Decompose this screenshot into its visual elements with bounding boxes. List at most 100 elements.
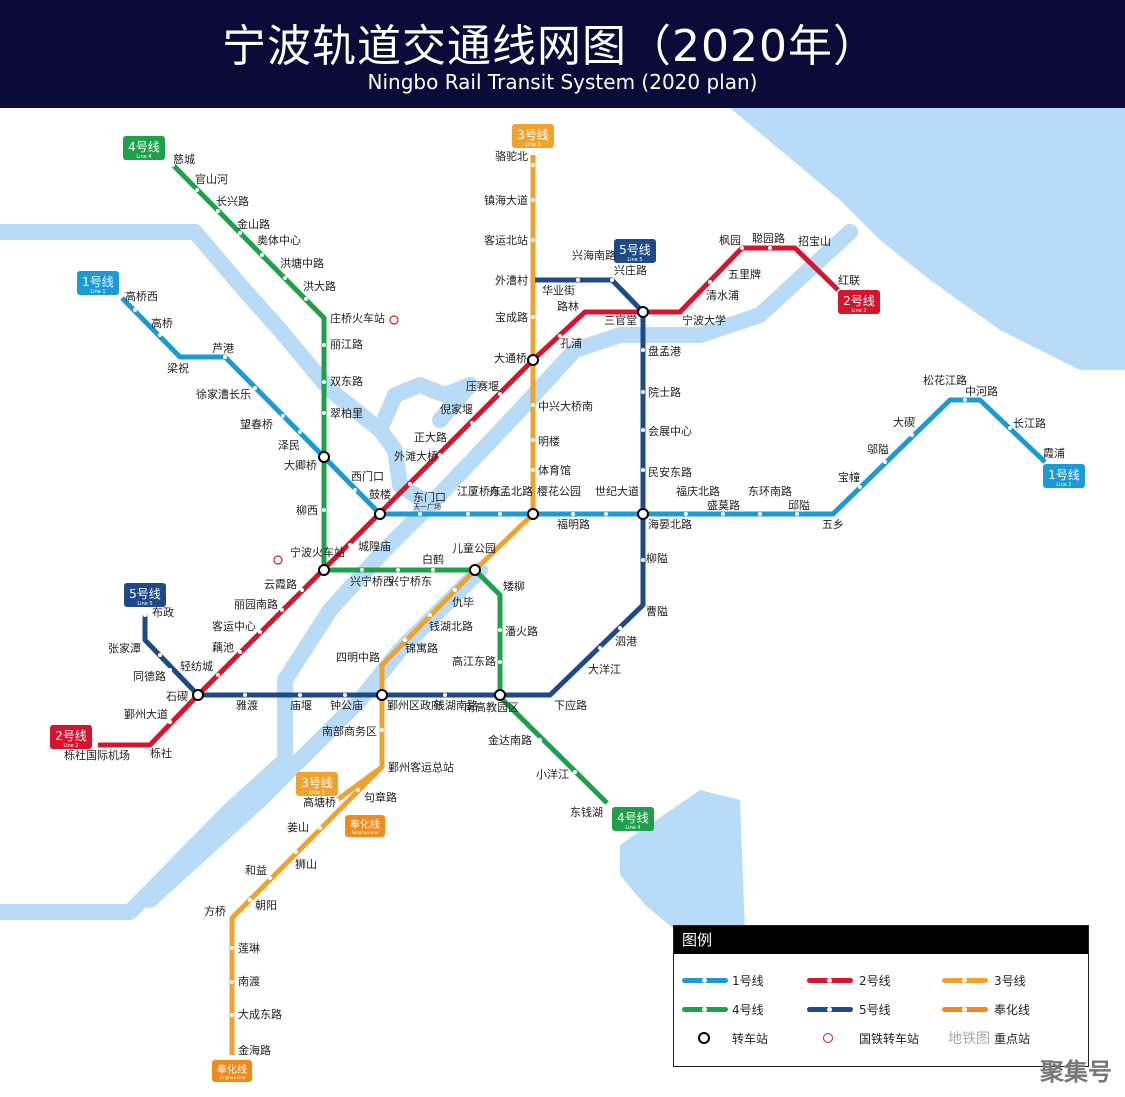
transfer-yinzhou-gov — [376, 689, 388, 701]
badge-line3-south: 3号线 Line 3 — [296, 772, 338, 796]
badge-line2-west: 2号线 Line 2 — [50, 725, 92, 749]
svg-text:大碶: 大碶 — [893, 415, 915, 429]
transfer-yinghua — [527, 508, 539, 520]
svg-text:世纪大道: 世纪大道 — [595, 484, 639, 498]
legend-label-transfer: 转车站 — [732, 1032, 769, 1046]
svg-text:1号线: 1号线 — [1048, 468, 1080, 482]
rail-map: 4号线 Line 4 1号线 Line 1 3号线 Line 3 5号线 Lin… — [0, 108, 1125, 1082]
svg-text:句章路: 句章路 — [364, 790, 397, 804]
transfer-ningbo-station — [318, 564, 330, 576]
svg-text:4号线: 4号线 — [128, 140, 160, 154]
svg-text:洪大路: 洪大路 — [303, 279, 336, 293]
legend-label-key: 重点站 — [994, 1032, 1031, 1046]
svg-text:江厦桥东: 江厦桥东 — [457, 485, 501, 498]
transfer-datong — [527, 354, 539, 366]
svg-text:3号线: 3号线 — [301, 776, 333, 790]
svg-text:小洋江: 小洋江 — [536, 767, 569, 781]
svg-text:盛莫路: 盛莫路 — [707, 498, 740, 512]
svg-text:锦寓路: 锦寓路 — [405, 641, 438, 655]
svg-text:狮山: 狮山 — [295, 858, 317, 871]
svg-text:儿童公园: 儿童公园 — [452, 541, 496, 555]
badge-fenghua-south: 奉化线 Fenghua Line — [212, 1060, 252, 1082]
svg-text:望春桥: 望春桥 — [240, 418, 273, 431]
legend-label-line5: 5号线 — [859, 1003, 891, 1017]
svg-text:城隍庙: 城隍庙 — [358, 539, 391, 553]
svg-text:5号线: 5号线 — [129, 587, 161, 601]
svg-text:宝成路: 宝成路 — [495, 310, 528, 324]
legend-swatch-line4 — [682, 1007, 728, 1012]
legend-label-fenghua: 奉化线 — [994, 1003, 1031, 1017]
water-layer — [620, 108, 1125, 930]
svg-text:Line 5: Line 5 — [627, 257, 642, 263]
svg-text:中河路: 中河路 — [965, 385, 998, 398]
legend-panel: 图例 1号线 2号线 3号线 4号线 5号线 奉化线 转车站 国铁转车站 重点站 — [673, 925, 1089, 1067]
svg-text:洪塘中路: 洪塘中路 — [280, 256, 324, 270]
map-subtitle: Ningbo Rail Transit System (2020 plan) — [367, 70, 758, 94]
legend-swatch-fenghua — [942, 1007, 988, 1012]
badge-line2-east: 2号线 Line 2 — [838, 290, 880, 314]
svg-text:院士路: 院士路 — [648, 385, 681, 399]
svg-text:钟公庙: 钟公庙 — [330, 698, 363, 712]
legend-railway-icon — [823, 1033, 833, 1043]
railway-icon-ningbo — [273, 555, 283, 565]
svg-text:兴宁桥西: 兴宁桥西 — [350, 574, 394, 588]
svg-text:正大路: 正大路 — [414, 430, 447, 444]
svg-text:鄞州大道: 鄞州大道 — [124, 707, 168, 721]
svg-text:慈城: 慈城 — [173, 152, 195, 166]
line-badges: 4号线 Line 4 1号线 Line 1 3号线 Line 3 5号线 Lin… — [50, 124, 1085, 1082]
svg-text:招宝山: 招宝山 — [798, 234, 831, 248]
svg-text:福明路: 福明路 — [557, 517, 590, 531]
river-loop — [372, 377, 478, 438]
svg-text:盘孟港: 盘孟港 — [648, 344, 681, 358]
svg-text:柳西: 柳西 — [296, 503, 318, 517]
svg-text:福庆北路: 福庆北路 — [676, 484, 720, 498]
badge-line5-north: 5号线 Line 5 — [614, 239, 656, 263]
svg-text:矮柳: 矮柳 — [503, 579, 525, 593]
legend-transfer-icon — [698, 1032, 710, 1044]
transfer-nangao — [494, 689, 506, 701]
svg-text:鄞州区政府: 鄞州区政府 — [387, 698, 442, 712]
river-layer — [0, 224, 858, 920]
svg-text:布政: 布政 — [152, 605, 174, 619]
svg-text:泗港: 泗港 — [615, 635, 637, 648]
transfer-haiyan — [637, 508, 649, 520]
svg-text:外漕村: 外漕村 — [495, 273, 528, 287]
svg-text:宁波火车站: 宁波火车站 — [290, 545, 345, 559]
svg-text:清水浦: 清水浦 — [706, 289, 739, 302]
svg-text:雅渡: 雅渡 — [236, 698, 258, 712]
line5-path[interactable] — [142, 277, 646, 698]
transfer-stations — [192, 306, 649, 701]
svg-text:樱花公园: 樱花公园 — [537, 485, 581, 498]
svg-text:华业街: 华业街 — [542, 283, 575, 297]
railway-icon-zhuangqiao — [389, 315, 399, 325]
svg-text:五里牌: 五里牌 — [728, 267, 761, 281]
svg-text:藕池: 藕池 — [212, 641, 234, 654]
svg-text:轻纺城: 轻纺城 — [180, 659, 213, 673]
svg-text:鼓楼: 鼓楼 — [369, 487, 391, 501]
svg-text:奉化线: 奉化线 — [350, 818, 380, 831]
legend-label-line2: 2号线 — [859, 974, 891, 988]
svg-text:Line 4: Line 4 — [625, 825, 640, 831]
svg-text:Line 3: Line 3 — [309, 790, 324, 796]
svg-text:南渡: 南渡 — [238, 974, 260, 988]
svg-text:高塘桥: 高塘桥 — [303, 795, 336, 809]
station-labels: 高桥西 高桥 梁祝 芦港 徐家漕长乐 望春桥 泽民 大卿桥 西门口 鼓楼 东门口… — [64, 149, 1065, 1057]
svg-text:栎社国际机场: 栎社国际机场 — [64, 748, 130, 762]
fenghua-path[interactable] — [229, 765, 384, 1055]
svg-text:南高教园区: 南高教园区 — [464, 700, 519, 714]
svg-text:高桥: 高桥 — [151, 316, 173, 330]
line2-path[interactable] — [98, 245, 840, 748]
svg-text:兴宁桥东: 兴宁桥东 — [388, 574, 432, 588]
svg-text:客运北站: 客运北站 — [484, 233, 528, 247]
transfer-sanguan — [637, 306, 649, 318]
svg-text:舟孟北路: 舟孟北路 — [489, 484, 533, 498]
svg-text:双东路: 双东路 — [330, 375, 363, 388]
svg-text:梁祝: 梁祝 — [167, 361, 189, 375]
svg-text:聪园路: 聪园路 — [752, 231, 785, 245]
svg-text:骆驼北: 骆驼北 — [495, 149, 528, 163]
svg-text:莲琳: 莲琳 — [238, 941, 260, 955]
legend-label-railway: 国铁转车站 — [859, 1032, 920, 1046]
svg-text:中兴大桥南: 中兴大桥南 — [538, 399, 593, 413]
legend-swatch-line2 — [807, 978, 853, 983]
svg-text:霞浦: 霞浦 — [1043, 447, 1065, 460]
